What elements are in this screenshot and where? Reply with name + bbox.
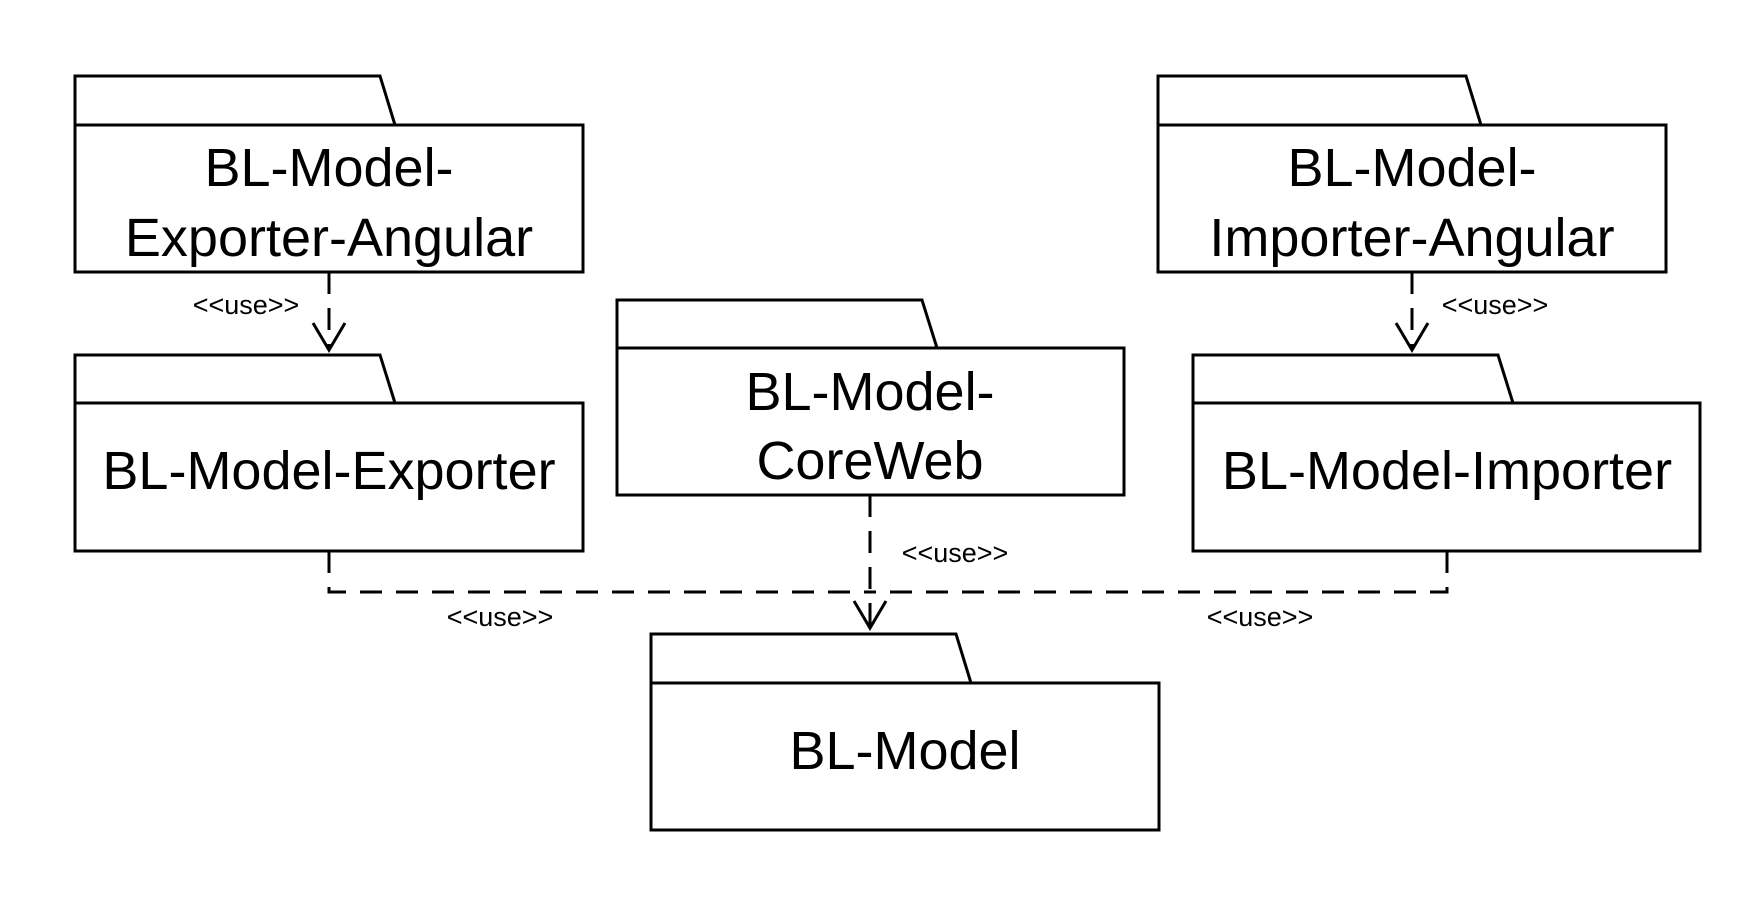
package-exporter-angular[interactable]: BL-Model- Exporter-Angular (73, 74, 585, 274)
package-importer-angular[interactable]: BL-Model- Importer-Angular (1156, 74, 1668, 274)
arrowhead-icon (1394, 322, 1430, 353)
package-name-line-2: Exporter-Angular (125, 208, 533, 268)
package-name: BL-Model-Exporter (102, 441, 555, 501)
package-name-line-1: BL-Model- (1287, 138, 1536, 198)
dependency-line (327, 551, 870, 594)
dependency-importer-angular-to-importer[interactable]: <<use>> (1394, 272, 1549, 353)
package-body (1156, 123, 1668, 274)
dependency-label: <<use>> (902, 538, 1009, 568)
package-body (615, 346, 1126, 497)
dependency-coreweb-to-model[interactable]: <<use>> (852, 495, 1009, 631)
package-body (73, 123, 585, 274)
package-exporter[interactable]: BL-Model-Exporter (73, 353, 585, 553)
package-body (73, 401, 585, 553)
package-tab (615, 298, 939, 349)
package-name: BL-Model-Importer (1222, 441, 1672, 501)
dependency-exporter-angular-to-exporter[interactable]: <<use>> (193, 272, 347, 353)
dependency-line (870, 551, 1449, 594)
package-body (649, 681, 1161, 832)
package-name-line-1: BL-Model- (204, 138, 453, 198)
dependency-label: <<use>> (1442, 290, 1549, 320)
arrowhead-icon (852, 600, 888, 631)
package-tab (1156, 74, 1483, 126)
package-name: BL-Model (789, 721, 1020, 781)
package-model[interactable]: BL-Model (649, 632, 1161, 832)
dependency-label: <<use>> (1207, 602, 1314, 632)
dependency-label: <<use>> (193, 290, 300, 320)
package-name-line-1: BL-Model- (745, 362, 994, 422)
package-name-line-2: CoreWeb (756, 431, 983, 491)
package-name-line-2: Importer-Angular (1209, 208, 1614, 268)
package-coreweb[interactable]: BL-Model- CoreWeb (615, 298, 1126, 497)
package-importer[interactable]: BL-Model-Importer (1191, 353, 1702, 553)
dependency-label: <<use>> (447, 602, 554, 632)
dependency-importer-to-model[interactable]: <<use>> (870, 551, 1449, 632)
arrowhead-icon (311, 322, 347, 353)
package-body (1191, 401, 1702, 553)
package-tab (73, 353, 397, 404)
package-tab (649, 632, 973, 684)
dependency-exporter-to-model[interactable]: <<use>> (327, 551, 870, 632)
package-tab (73, 74, 397, 126)
package-tab (1191, 353, 1515, 404)
